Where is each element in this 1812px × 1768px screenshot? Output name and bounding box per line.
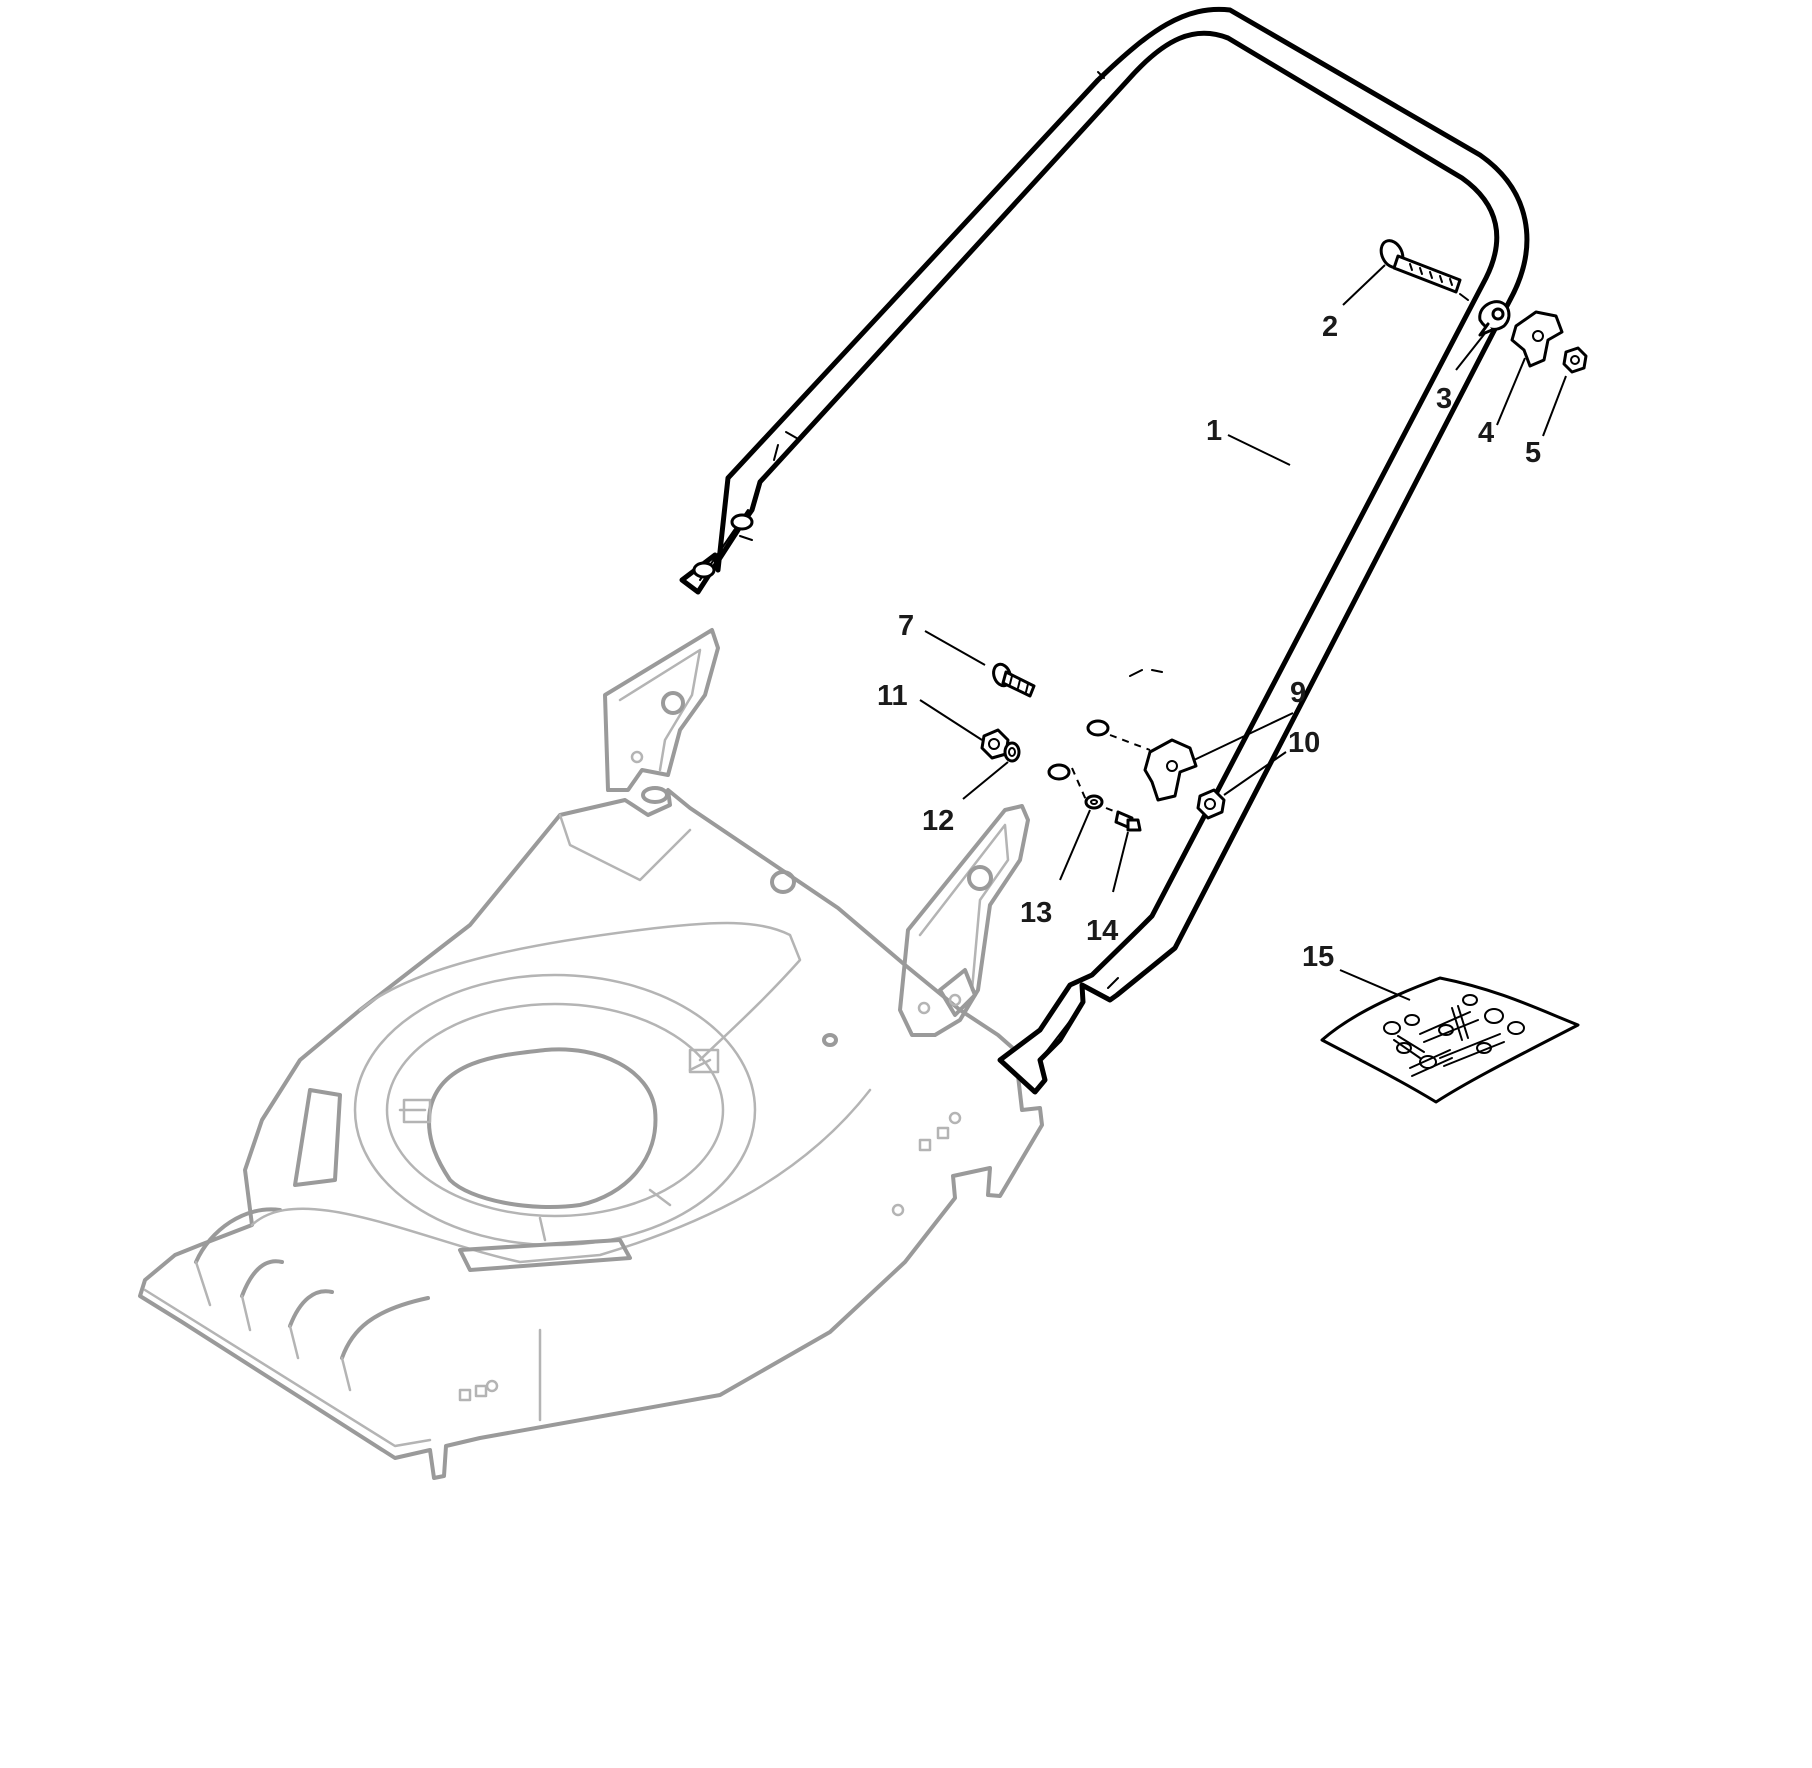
callout-14: 14	[1086, 915, 1118, 947]
leader-lines	[919, 264, 1567, 1001]
bolt-7	[992, 662, 1036, 698]
mower-deck	[138, 628, 1044, 1480]
carriage-bolt-2	[1379, 239, 1462, 294]
callout-12: 12	[922, 805, 954, 837]
callout-3: 3	[1436, 383, 1452, 415]
callout-1: 1	[1206, 415, 1222, 447]
washer-13	[1071, 767, 1104, 810]
callout-5: 5	[1525, 437, 1541, 469]
callout-2: 2	[1322, 311, 1338, 343]
nut-5	[1562, 346, 1588, 374]
wing-knob-4	[1510, 310, 1564, 368]
bolt-14	[1105, 807, 1142, 832]
nut-10	[1196, 788, 1226, 820]
callout-15: 15	[1302, 941, 1334, 973]
wing-knob-9	[1109, 734, 1198, 802]
hardware-kit-bag-15	[1320, 976, 1580, 1104]
cam-washer-3	[1478, 300, 1511, 337]
callout-4: 4	[1478, 417, 1494, 449]
callout-11: 11	[877, 680, 908, 712]
callout-13: 13	[1020, 897, 1052, 929]
callout-9: 9	[1290, 677, 1306, 709]
callout-10: 10	[1288, 727, 1320, 759]
callout-7: 7	[898, 610, 914, 642]
washer-12	[1003, 741, 1021, 763]
handle-bar	[679, 6, 1530, 1095]
callout-numbers: 1 2 3 4 5 7 9 10 11 12 13 14 15	[877, 311, 1541, 973]
